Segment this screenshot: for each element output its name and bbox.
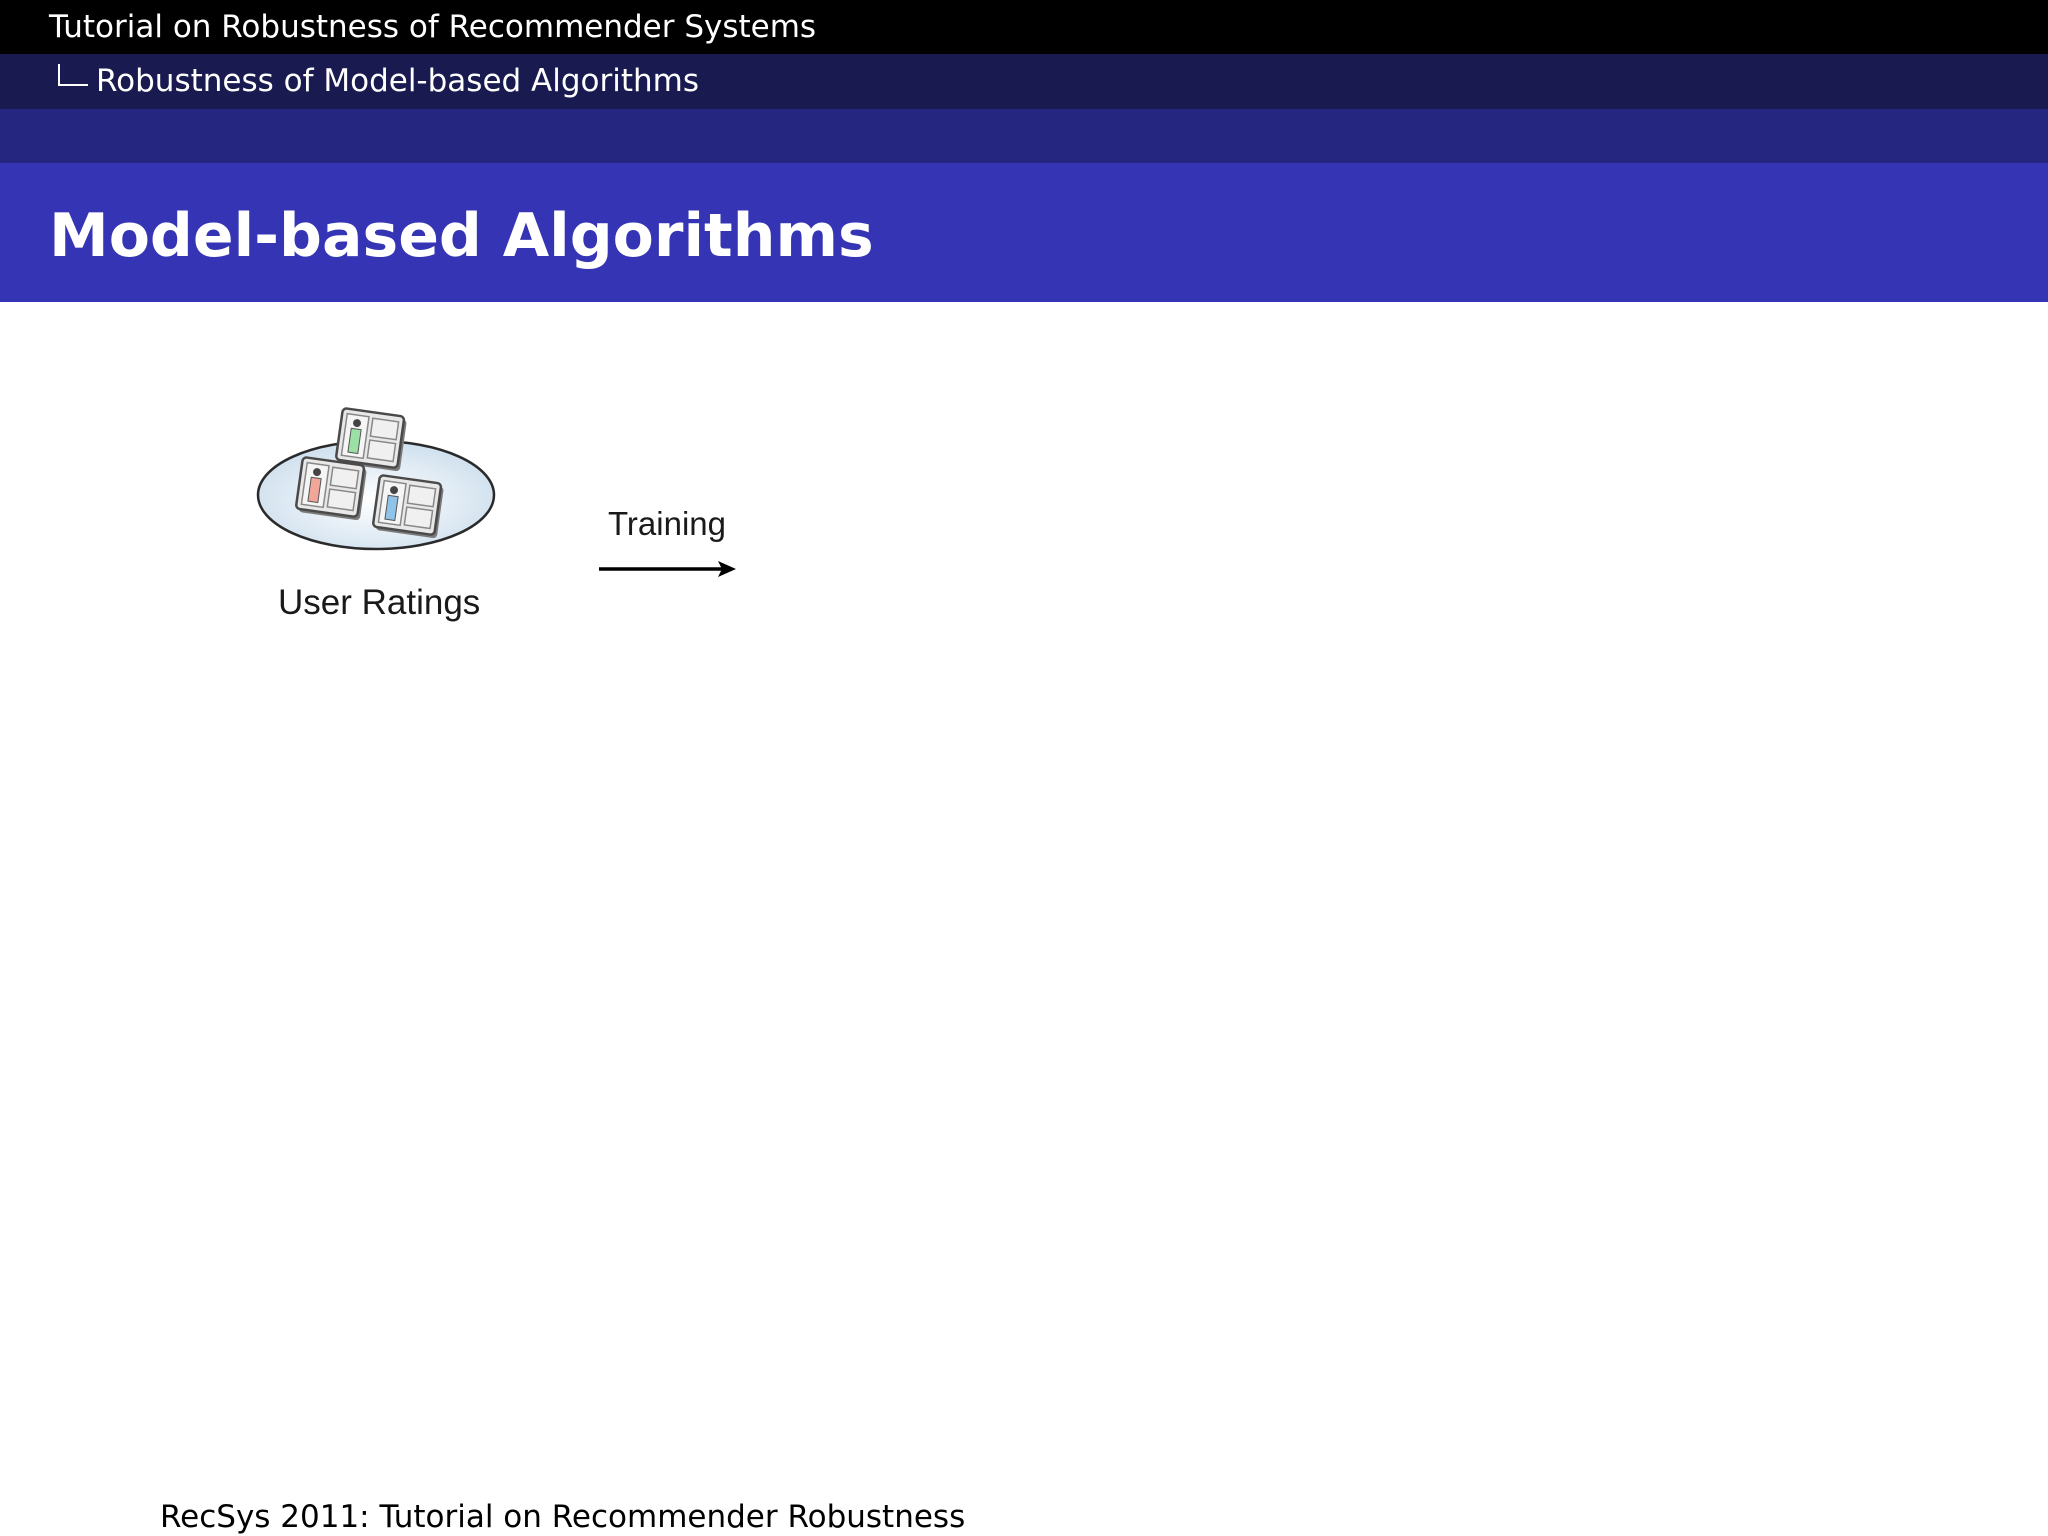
user-ratings-figure — [256, 407, 736, 577]
user-card-red-icon — [295, 456, 367, 520]
section-title[interactable]: Robustness of Model-based Algorithms — [96, 63, 700, 99]
headline-section-bar — [0, 54, 2048, 109]
presentation-title[interactable]: Tutorial on Robustness of Recommender Sy… — [49, 9, 817, 45]
user-card-green-icon — [335, 407, 407, 471]
user-ratings-label: User Ratings — [278, 583, 481, 622]
tree-branch-icon — [58, 64, 88, 86]
headline-spacer-bar — [0, 109, 2048, 163]
user-card-blue-icon — [372, 474, 444, 538]
arrow-right-icon — [599, 561, 736, 577]
frame-title: Model-based Algorithms — [49, 201, 874, 271]
frame-title-bar — [0, 163, 2048, 302]
headline-top-bar — [0, 0, 2048, 54]
footer-text: RecSys 2011: Tutorial on Recommender Rob… — [160, 1499, 966, 1535]
training-label: Training — [608, 505, 726, 542]
